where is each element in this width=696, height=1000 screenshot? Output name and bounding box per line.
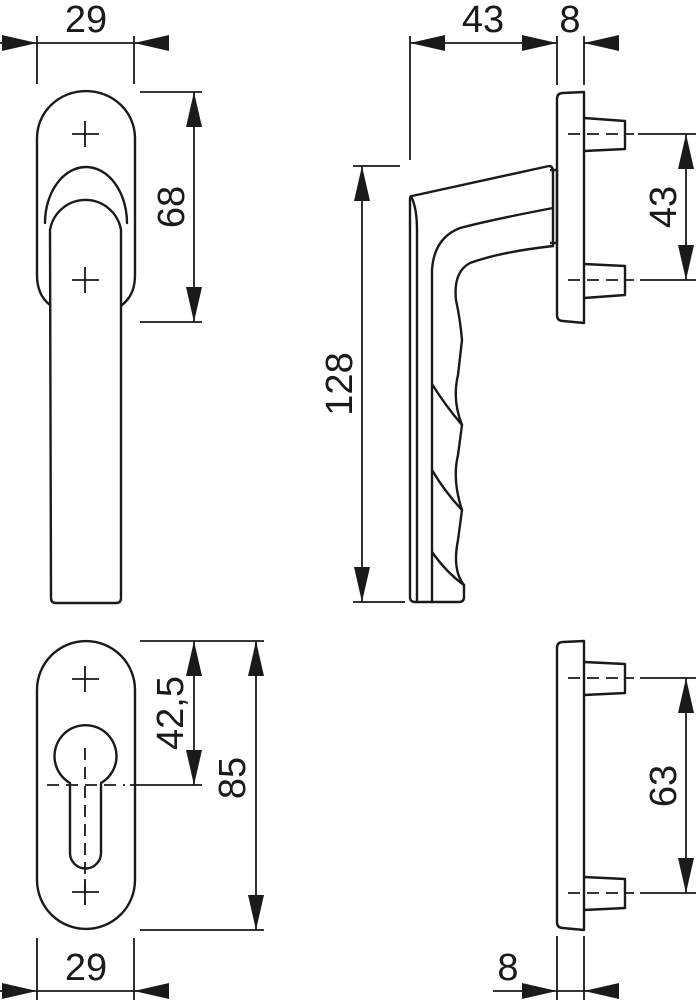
grip-ridge-2 <box>430 468 464 512</box>
handle-lever-body <box>48 198 123 605</box>
front-handle-view: 29 68 <box>0 0 202 605</box>
dimension-label: 128 <box>319 352 361 415</box>
dimension-label: 85 <box>212 757 254 799</box>
dimension-center-height-42-5: 42,5 <box>140 640 264 785</box>
dimension-label: 8 <box>497 947 518 989</box>
dimension-label: 43 <box>643 186 685 228</box>
screw-mark-top <box>72 121 99 147</box>
dimension-label: 43 <box>462 0 504 41</box>
side-rose-plate <box>555 90 586 325</box>
dimension-projection-43: 43 8 <box>409 0 619 160</box>
side-escutcheon-plate <box>555 639 586 932</box>
dimension-label: 42,5 <box>150 676 192 750</box>
dimension-width-29: 29 <box>0 938 169 1000</box>
side-handle-view: 43 8 43 128 <box>319 0 696 604</box>
side-escutcheon-view: 63 8 <box>493 639 696 1000</box>
handle-neck-arc <box>43 165 129 225</box>
screw-mark-bottom <box>72 267 99 293</box>
dimension-height-68: 68 <box>140 91 202 323</box>
dimension-fixing-spacing-63: 63 <box>640 677 696 894</box>
dimension-label: 29 <box>65 0 107 41</box>
dimension-fixing-spacing-43: 43 <box>638 133 696 281</box>
lever-front-edge <box>410 196 419 604</box>
dimension-width-29: 29 <box>0 0 169 84</box>
dimension-thickness-8: 8 <box>493 936 619 1000</box>
escutcheon-outline <box>35 639 137 931</box>
dimension-label: 8 <box>559 0 580 41</box>
dimension-label: 29 <box>65 947 107 989</box>
dimension-total-height-85: 85 <box>140 641 264 931</box>
lever-inner-line-1 <box>430 206 555 604</box>
grip-ridge-3 <box>430 550 466 587</box>
dimension-label: 68 <box>151 186 193 228</box>
fixing-pin-bottom <box>582 262 627 300</box>
dimension-label: 63 <box>643 765 685 807</box>
fixing-pin-top <box>582 116 627 153</box>
screw-mark-top <box>72 666 99 692</box>
dimension-length-128: 128 <box>319 165 405 603</box>
grip-ridge-1 <box>430 382 464 427</box>
front-escutcheon-view: 29 42,5 85 <box>0 639 264 1000</box>
handle-rose-outline <box>35 89 137 307</box>
